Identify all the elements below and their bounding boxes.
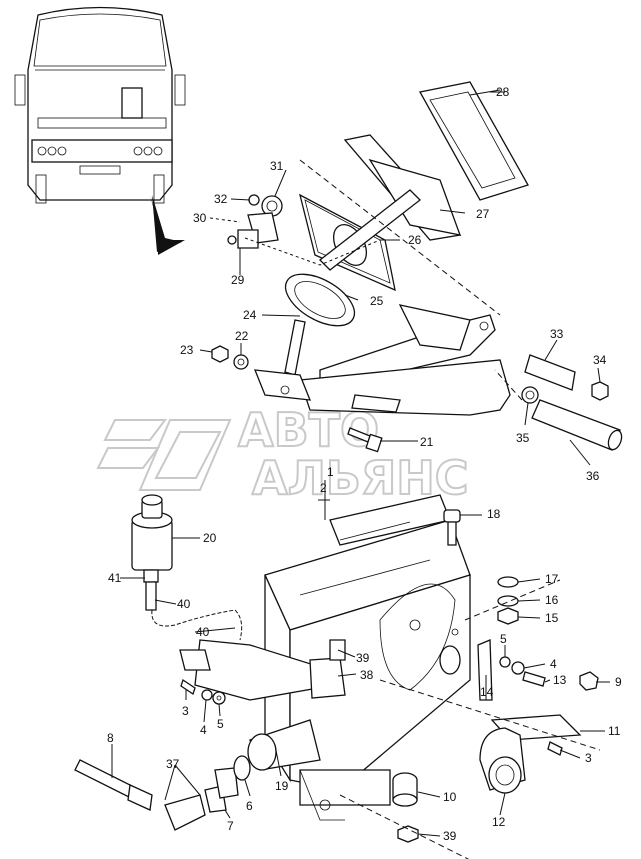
callout-32: 32 bbox=[214, 192, 228, 206]
callout-8: 8 bbox=[107, 731, 114, 745]
callout-22: 22 bbox=[235, 329, 249, 343]
callout-9: 9 bbox=[615, 675, 622, 689]
pedal-pad-28 bbox=[418, 81, 529, 201]
bus-front-illustration bbox=[14, 6, 186, 255]
callout-19: 19 bbox=[275, 779, 289, 793]
pipe-fittings-6-7-8-37 bbox=[74, 755, 251, 831]
callout-17: 17 bbox=[545, 572, 559, 586]
callout-31: 31 bbox=[270, 159, 284, 173]
callout-27: 27 bbox=[476, 207, 490, 221]
callout-33: 33 bbox=[550, 327, 564, 341]
callout-26: 26 bbox=[408, 233, 422, 247]
callout-7: 7 bbox=[227, 819, 234, 833]
callout-21: 21 bbox=[420, 435, 434, 449]
callout-15: 15 bbox=[545, 611, 559, 625]
callout-10: 10 bbox=[443, 790, 457, 804]
watermark-emblem bbox=[96, 419, 232, 491]
switch-29-31 bbox=[227, 194, 283, 249]
callout-3: 3 bbox=[182, 704, 189, 718]
callout-4: 4 bbox=[200, 723, 207, 737]
pedal-plate-27 bbox=[343, 134, 462, 241]
master-cylinder-19 bbox=[179, 639, 346, 771]
bolt-21 bbox=[347, 427, 383, 453]
callout-14: 14 bbox=[480, 685, 494, 699]
callout-16: 16 bbox=[545, 593, 559, 607]
callout-5b: 5 bbox=[500, 632, 507, 646]
callout-29: 29 bbox=[231, 273, 245, 287]
bolt-18 bbox=[443, 509, 461, 546]
callout-30: 30 bbox=[193, 211, 207, 225]
callout-11: 11 bbox=[608, 724, 621, 738]
nut-washer-22-23 bbox=[211, 345, 249, 370]
callout-20: 20 bbox=[203, 531, 217, 545]
bumper-10-nut-39 bbox=[392, 772, 419, 843]
pedal-bracket-main bbox=[264, 494, 471, 821]
callout-4b: 4 bbox=[550, 657, 557, 671]
watermark-logo: АВТО АЛЬЯНС bbox=[96, 402, 470, 506]
callout-6: 6 bbox=[246, 799, 253, 813]
callout-38: 38 bbox=[360, 668, 374, 682]
callout-40b: 40 bbox=[196, 625, 210, 639]
leader-lines bbox=[111, 89, 610, 859]
callout-3b: 3 bbox=[585, 751, 592, 765]
callout-25: 25 bbox=[370, 294, 384, 308]
pins-33-36 bbox=[521, 354, 623, 451]
reservoir-20 bbox=[131, 494, 243, 641]
callout-labels: 1 2 3 3 4 4 5 5 6 7 8 9 10 11 12 13 14 1… bbox=[107, 85, 622, 843]
callout-23: 23 bbox=[180, 343, 194, 357]
callout-41: 41 bbox=[108, 571, 122, 585]
callout-18: 18 bbox=[487, 507, 501, 521]
callout-39: 39 bbox=[356, 651, 370, 665]
callout-2: 2 bbox=[320, 481, 327, 495]
callout-36: 36 bbox=[586, 469, 600, 483]
callout-34: 34 bbox=[593, 353, 607, 367]
fasteners-15-16-17 bbox=[497, 576, 519, 625]
callout-1: 1 bbox=[327, 465, 334, 479]
callout-35: 35 bbox=[516, 431, 530, 445]
callout-40: 40 bbox=[177, 597, 191, 611]
bracket-11-12-14 bbox=[477, 639, 599, 794]
callout-39b: 39 bbox=[443, 829, 457, 843]
callout-28: 28 bbox=[496, 85, 510, 99]
pedal-lever-assembly bbox=[253, 189, 511, 416]
callout-24: 24 bbox=[243, 308, 257, 322]
callout-12: 12 bbox=[492, 815, 506, 829]
callout-37: 37 bbox=[166, 757, 180, 771]
callout-13: 13 bbox=[553, 673, 567, 687]
callout-5: 5 bbox=[217, 717, 224, 731]
